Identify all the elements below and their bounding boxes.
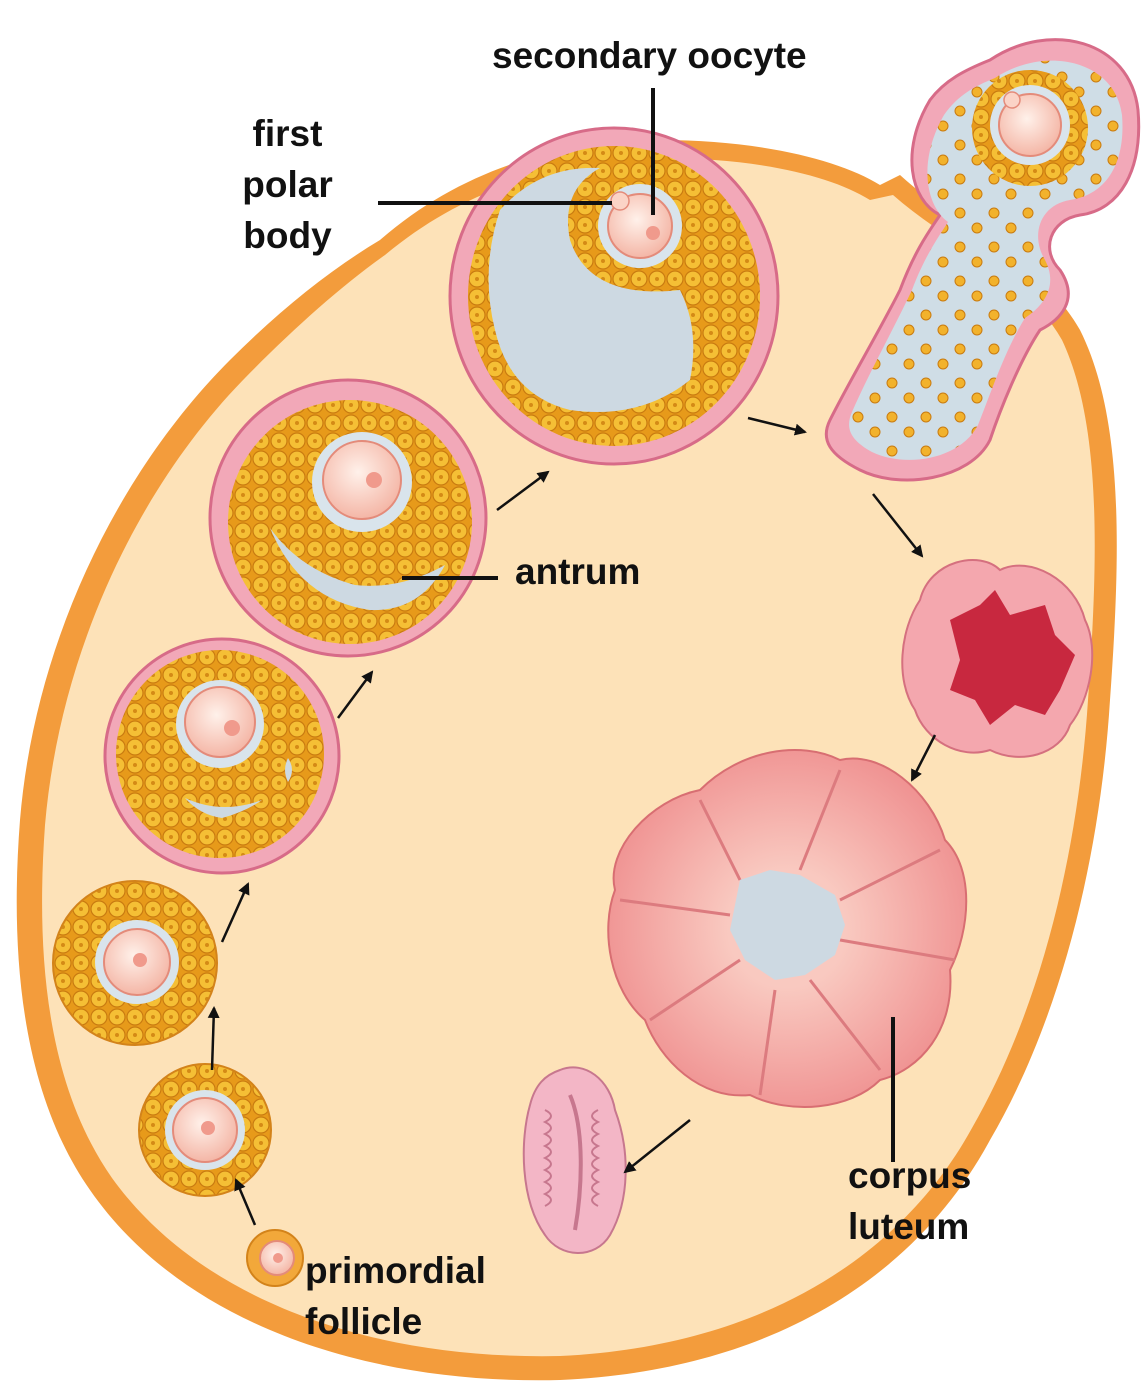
- early-antral-follicle-shape: [105, 639, 339, 873]
- label-first-polar-body-line-2: polar: [240, 159, 335, 210]
- label-primordial-follicle-line-1: primordial: [305, 1245, 486, 1296]
- label-corpus-luteum-line-1: corpus: [848, 1150, 971, 1201]
- mature-follicle-shape: [450, 128, 778, 464]
- corpus-hemorrhagicum-shape: [902, 560, 1092, 757]
- label-corpus-luteum-line-2: luteum: [848, 1201, 971, 1252]
- label-primordial-follicle: primordial follicle: [305, 1245, 486, 1347]
- label-secondary-oocyte: secondary oocyte: [492, 30, 807, 81]
- antral-follicle-shape: [210, 380, 486, 656]
- corpus-albicans-shape: [524, 1067, 626, 1253]
- label-first-polar-body-line-1: first: [240, 108, 335, 159]
- label-primordial-follicle-line-2: follicle: [305, 1296, 486, 1347]
- primary-follicle-shape: [139, 1064, 271, 1196]
- label-first-polar-body: first polar body: [240, 108, 335, 261]
- label-antrum: antrum: [515, 546, 640, 597]
- primordial-follicle-shape: [247, 1230, 303, 1286]
- secondary-follicle-shape: [53, 881, 217, 1045]
- label-first-polar-body-line-3: body: [240, 210, 335, 261]
- label-corpus-luteum: corpus luteum: [848, 1150, 971, 1252]
